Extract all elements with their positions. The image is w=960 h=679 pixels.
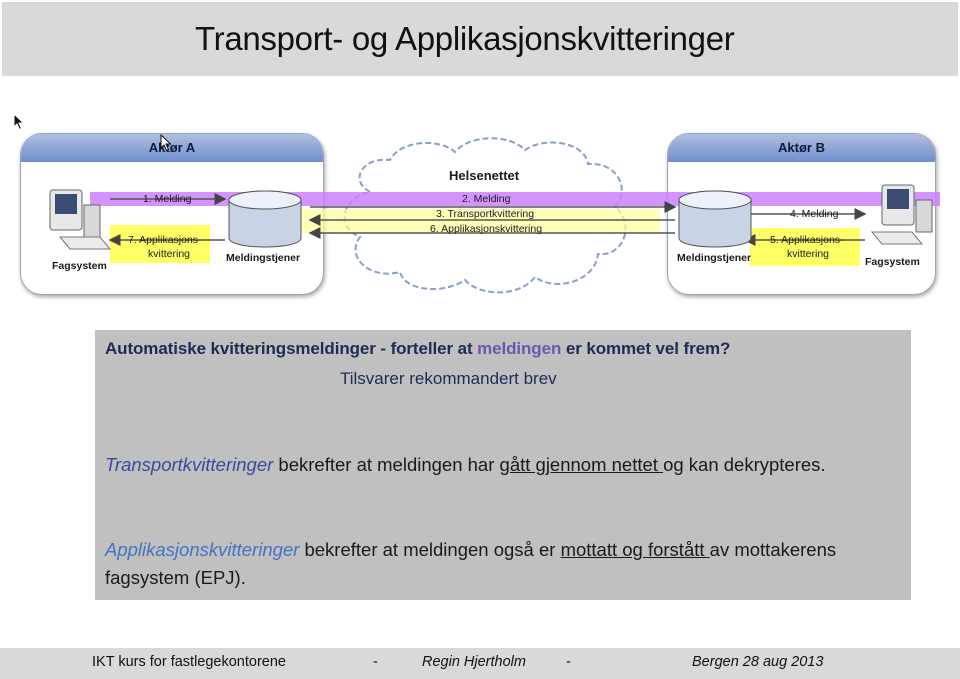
meldingstjener-a-label: Meldingstjener xyxy=(226,252,301,264)
transport-post: og kan dekrypteres. xyxy=(663,454,826,475)
footer-location-date: Bergen 28 aug 2013 xyxy=(692,654,824,670)
server-icon-a xyxy=(228,190,302,248)
question-pre: Automatiske kvitteringsmeldinger - forte… xyxy=(105,339,478,358)
step-7-label-line2: kvittering xyxy=(148,248,191,260)
application-pre: bekrefter at meldingen også er xyxy=(299,539,561,560)
step-5-label-line1: 5. Applikasjons- xyxy=(770,234,844,246)
transport-band xyxy=(300,209,660,233)
step-5-label-line2: kvittering xyxy=(787,248,830,260)
question-highlight: meldingen xyxy=(477,339,562,358)
transport-term: Transportkvitteringer xyxy=(105,454,274,475)
subline: Tilsvarer rekommandert brev xyxy=(340,369,557,388)
app-receipt-band-b xyxy=(750,228,860,266)
step-6-label: 6. Applikasjonskvittering xyxy=(430,223,543,235)
footer-course: IKT kurs for fastlegekontorene xyxy=(92,654,286,670)
network-title: Helsenettet xyxy=(449,168,520,183)
question-post: er kommet vel frem? xyxy=(561,339,731,358)
footer-dash-1: - xyxy=(373,654,378,670)
application-underlined: mottatt og forstått xyxy=(560,539,710,560)
app-receipt-band-a xyxy=(110,225,210,263)
computer-icon-b xyxy=(870,184,933,245)
step-2-label: 2. Melding xyxy=(462,193,511,205)
computer-icon-a xyxy=(49,189,112,250)
application-paragraph: Applikasjonskvitteringer bekrefter at me… xyxy=(105,536,895,592)
info-box: Automatiske kvitteringsmeldinger - forte… xyxy=(95,330,911,600)
transport-paragraph: Transportkvitteringer bekrefter at meldi… xyxy=(105,451,895,479)
step-1-label: 1. Melding xyxy=(143,193,192,205)
slide-title: Transport- og Applikasjonskvitteringer xyxy=(195,20,735,57)
step-3-label: 3. Transportkvittering xyxy=(436,208,535,220)
mouse-pointer-icon-2 xyxy=(160,134,172,152)
application-post: av mottakerens fagsystem (EPJ). xyxy=(105,539,837,588)
meldingstjener-b-label: Meldingstjener xyxy=(677,252,752,264)
question-line: Automatiske kvitteringsmeldinger - forte… xyxy=(105,339,730,359)
footer-dash-2: - xyxy=(566,654,571,670)
server-icon-b xyxy=(678,190,752,248)
fagsystem-a-label: Fagsystem xyxy=(52,260,107,272)
actor-a-title: Aktør A xyxy=(21,134,323,162)
footer-author: Regin Hjertholm xyxy=(422,654,526,670)
actor-b-title: Aktør B xyxy=(668,134,935,162)
footer: IKT kurs for fastlegekontorene - Regin H… xyxy=(0,648,960,679)
step-4-label: 4. Melding xyxy=(790,208,839,220)
message-flow-diagram: Aktør A Aktør B Helsenettet xyxy=(0,100,960,310)
transport-underlined: gått gjennom nettet xyxy=(499,454,664,475)
transport-pre: bekrefter at meldingen har xyxy=(273,454,500,475)
fagsystem-b-label: Fagsystem xyxy=(865,256,920,268)
step-7-label-line1: 7. Applikasjons- xyxy=(128,234,202,246)
mouse-pointer-icon xyxy=(13,113,25,131)
flow-arrows xyxy=(108,193,867,246)
title-bar: Transport- og Applikasjonskvitteringer xyxy=(2,2,958,76)
application-term: Applikasjonskvitteringer xyxy=(105,539,300,560)
